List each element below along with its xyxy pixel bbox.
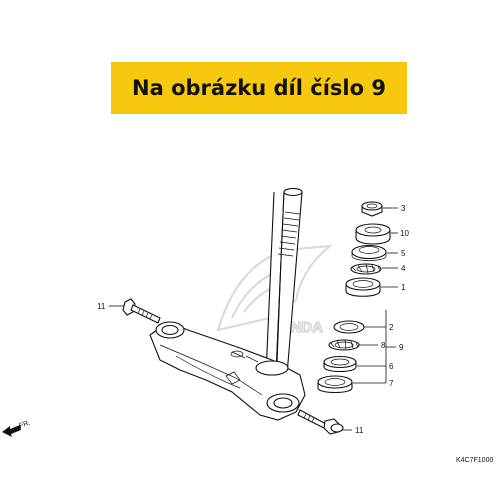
callout-2: 2	[389, 323, 394, 332]
callout-9: 9	[399, 343, 404, 352]
callout-5: 5	[401, 249, 406, 258]
dust-seal-7	[317, 375, 353, 394]
steering-nut-3	[361, 201, 383, 217]
bearing-4	[350, 263, 382, 275]
lock-nut-10	[355, 223, 391, 245]
diagram-code: K4C7F1000	[456, 457, 493, 464]
race-2	[333, 320, 365, 334]
race-5	[351, 244, 387, 261]
callout-4: 4	[401, 264, 406, 273]
bolt-upper	[122, 298, 161, 324]
race-1-upper	[345, 277, 381, 297]
bearing-8	[328, 339, 360, 351]
race-6	[323, 355, 357, 373]
part-number-banner: Na obrázku díl číslo 9	[111, 62, 407, 114]
steering-stem	[265, 187, 303, 376]
front-direction-label: FR.	[18, 420, 31, 430]
callout-8: 8	[381, 341, 386, 350]
callout-11-upper: 11	[97, 302, 106, 311]
banner-text: Na obrázku díl číslo 9	[132, 76, 386, 100]
lower-triple-clamp	[149, 321, 306, 421]
leader-lines	[109, 207, 398, 431]
callout-7: 7	[389, 379, 394, 388]
callout-6: 6	[389, 362, 394, 371]
callout-11-lower: 11	[355, 426, 364, 435]
callout-3: 3	[401, 204, 406, 213]
front-direction-arrow-icon	[2, 425, 21, 437]
callout-10: 10	[400, 229, 409, 238]
callout-1: 1	[401, 283, 406, 292]
bolt-lower	[297, 409, 344, 435]
